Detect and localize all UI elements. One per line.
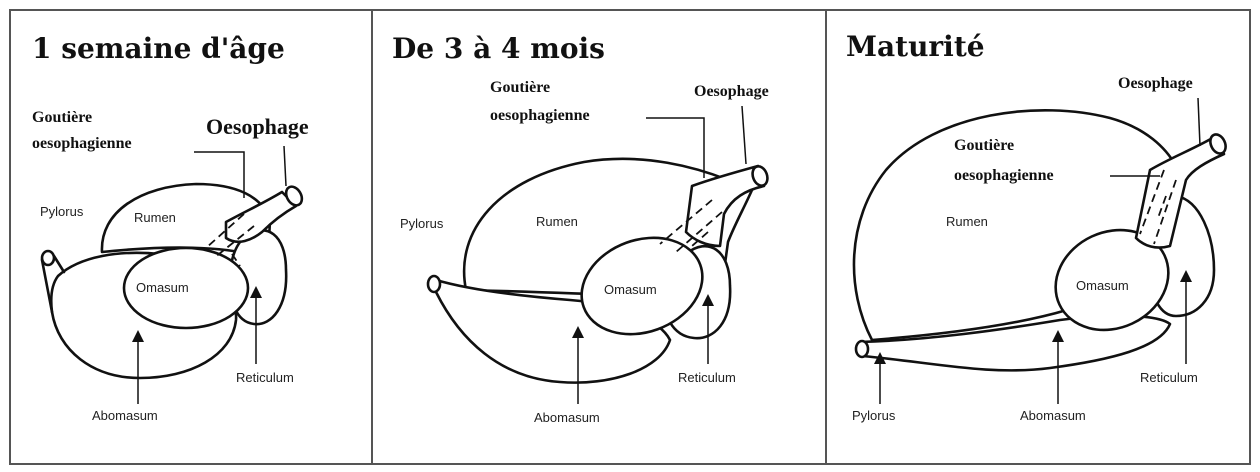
pylorus-label: Pylorus xyxy=(40,204,84,219)
rumen-label: Rumen xyxy=(536,214,578,229)
gutter-label-line2: oesophagienne xyxy=(490,107,590,124)
oesophagus-label: Oesophage xyxy=(206,114,309,139)
oesophagus-label: Oesophage xyxy=(1118,75,1193,92)
oesophagus-label: Oesophage xyxy=(694,83,769,100)
omasum-label: Omasum xyxy=(1076,278,1129,293)
gutter-label-line2: oesophagienne xyxy=(32,135,132,152)
oesophagus-shape xyxy=(226,192,296,242)
pylorus-opening xyxy=(856,341,868,357)
gutter-label-line1: Goutière xyxy=(32,109,92,126)
rumen-label: Rumen xyxy=(946,214,988,229)
oesophagus-leader xyxy=(742,106,746,164)
abomasum-label: Abomasum xyxy=(1020,408,1086,423)
pylorus-opening xyxy=(428,276,440,292)
pylorus-label: Pylorus xyxy=(852,408,896,423)
oesophagus-leader xyxy=(284,146,286,186)
panel-3-maturity: Maturité Rumen Omasum Pylorus Reticulum … xyxy=(846,30,1229,423)
panel-title: Maturité xyxy=(846,30,985,63)
panel-borders xyxy=(10,10,1250,464)
panel-title: 1 semaine d'âge xyxy=(32,32,285,65)
omasum-label: Omasum xyxy=(136,280,189,295)
gutter-label-line2: oesophagienne xyxy=(954,167,1054,184)
reticulum-label: Reticulum xyxy=(678,370,736,385)
abomasum-label: Abomasum xyxy=(92,408,158,423)
gutter-label-line1: Goutière xyxy=(954,137,1014,154)
abomasum-label: Abomasum xyxy=(534,410,600,425)
oesophagus-leader xyxy=(1198,98,1200,146)
panel-2-three-four-months: De 3 à 4 mois Rumen Omasum Pylorus Retic… xyxy=(392,32,770,425)
reticulum-label: Reticulum xyxy=(1140,370,1198,385)
rumen-label: Rumen xyxy=(134,210,176,225)
omasum-label: Omasum xyxy=(604,282,657,297)
panel-title: De 3 à 4 mois xyxy=(392,32,605,65)
pylorus-label: Pylorus xyxy=(400,216,444,231)
gutter-leader xyxy=(194,152,244,198)
panel-1-week-old: 1 semaine d'âge Rumen Omasum Pylorus Ret… xyxy=(32,32,309,423)
reticulum-label: Reticulum xyxy=(236,370,294,385)
gutter-label-line1: Goutière xyxy=(490,79,550,96)
